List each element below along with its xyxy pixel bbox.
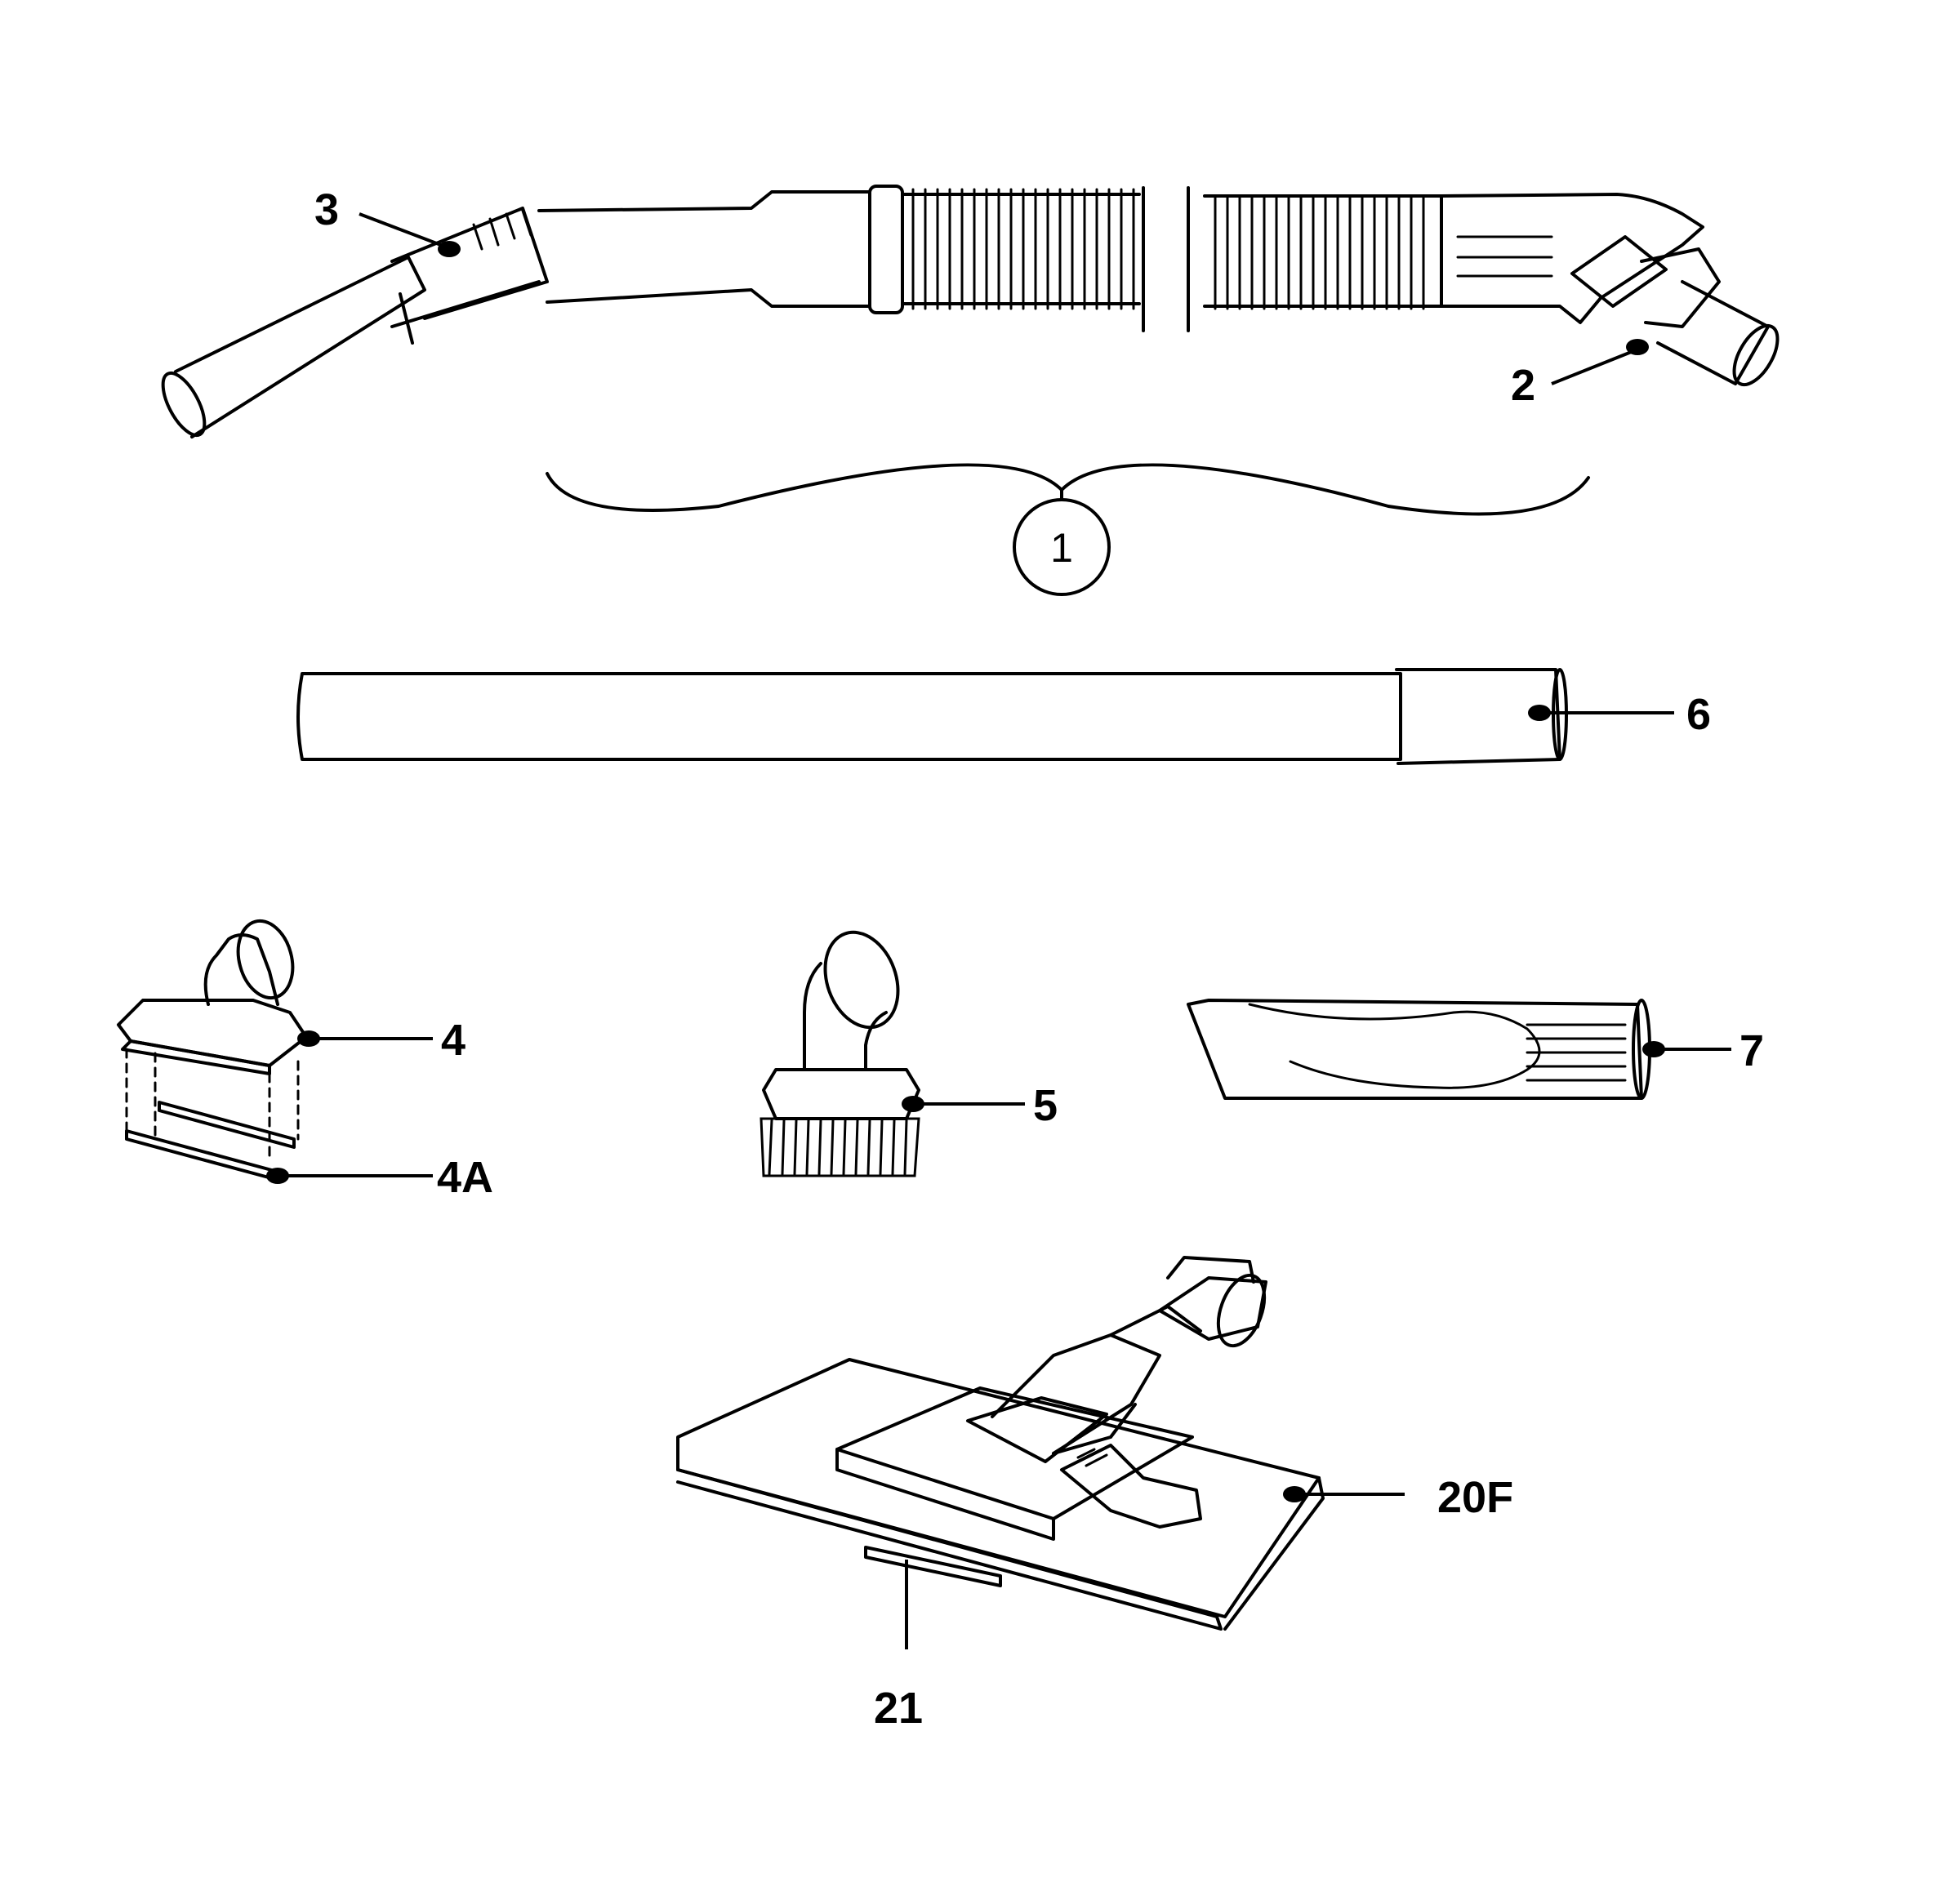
callout-1: 1 <box>1013 498 1111 596</box>
hose-right-segment <box>1203 194 1443 310</box>
hose-handle <box>161 190 871 438</box>
callout-1-label: 1 <box>1050 525 1073 571</box>
callout-20f-label: 20F <box>1437 1473 1513 1522</box>
hose-brace <box>546 463 1590 516</box>
callout-7-label: 7 <box>1740 1026 1764 1075</box>
extension-wand <box>296 668 1568 765</box>
callout-6-label: 6 <box>1686 690 1711 739</box>
callout-21: 21 <box>874 1560 923 1733</box>
callout-4a-label: 4A <box>437 1153 493 1202</box>
callout-2-label: 2 <box>1511 361 1535 410</box>
callout-3-label: 3 <box>314 185 339 234</box>
callout-6: 6 <box>1528 690 1711 739</box>
callout-20f: 20F <box>1283 1473 1513 1522</box>
callout-7: 7 <box>1642 1026 1764 1075</box>
floor-nozzle <box>676 1256 1325 1631</box>
callout-2: 2 <box>1511 339 1649 410</box>
crevice-tool <box>1187 999 1651 1100</box>
callout-4a: 4A <box>266 1153 493 1202</box>
dusting-brush <box>760 930 920 1177</box>
hose-left-segment <box>868 185 1145 332</box>
upholstery-nozzle <box>117 919 308 1161</box>
callout-21-label: 21 <box>874 1684 923 1733</box>
hose-assembly <box>161 185 1780 516</box>
floor-nozzle-strip <box>864 1546 1002 1587</box>
callout-3: 3 <box>314 185 461 257</box>
callout-5: 5 <box>902 1081 1058 1130</box>
hose-end-fitting <box>1440 193 1780 387</box>
callout-4-label: 4 <box>441 1016 466 1065</box>
callout-5-label: 5 <box>1033 1081 1058 1130</box>
callout-4: 4 <box>297 1016 466 1065</box>
